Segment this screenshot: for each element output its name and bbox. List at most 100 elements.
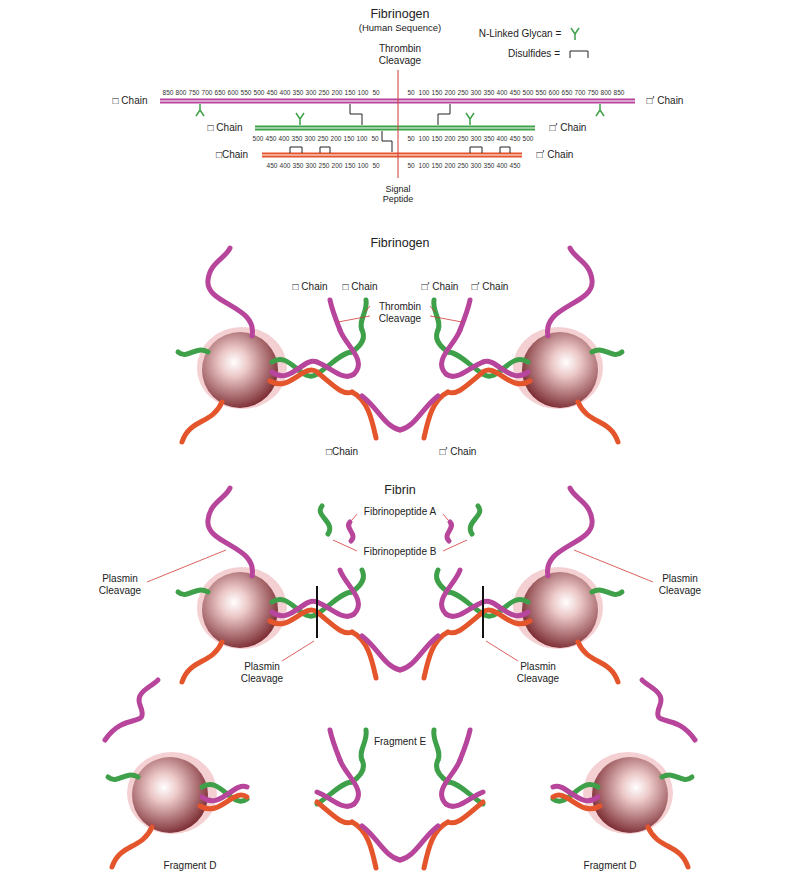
disulfide-bracket <box>350 104 362 125</box>
axis-number: 250 <box>319 89 330 96</box>
fragment-label: Fragment D <box>164 860 217 872</box>
alpha-c-tail <box>548 488 593 576</box>
cleavage-label: Plasmin Cleavage <box>655 573 705 596</box>
peptide-label: Signal Peptide <box>376 184 421 205</box>
cleavage-label: Plasmin Cleavage <box>513 661 563 684</box>
axis-number: 700 <box>202 89 213 96</box>
axis-number: 450 <box>510 162 521 169</box>
chain-label: □ Chain <box>343 281 378 293</box>
axis-number: 550 <box>241 89 252 96</box>
axis-number: 50 <box>407 89 414 96</box>
axis-number: 750 <box>189 89 200 96</box>
axis-number: 400 <box>497 162 508 169</box>
axis-number: 350 <box>484 135 495 142</box>
axis-number: 250 <box>458 135 469 142</box>
axis-number: 150 <box>344 135 355 142</box>
axis-number: 300 <box>471 89 482 96</box>
axis-number: 300 <box>306 162 317 169</box>
fibrinopeptide-strands <box>434 300 470 330</box>
axis-number: 200 <box>445 135 456 142</box>
cleavage-label: Thrombin Cleavage <box>372 301 428 324</box>
axis-number: 350 <box>484 162 495 169</box>
e-region <box>400 570 483 678</box>
axis-number: 50 <box>372 89 379 96</box>
axis-number: 550 <box>536 89 547 96</box>
axis-number: 200 <box>445 89 456 96</box>
axis-number: 600 <box>228 89 239 96</box>
gamma-chain-bar <box>262 153 522 158</box>
axis-number: 850 <box>163 89 174 96</box>
glycan-symbol <box>466 113 474 125</box>
axis-number: 250 <box>458 89 469 96</box>
section-heading: Fibrinogen <box>370 236 429 250</box>
axis-number: 350 <box>293 89 304 96</box>
chain-label: □ Chain <box>113 95 148 107</box>
alpha-c-tail <box>208 488 253 576</box>
axis-number: 100 <box>358 162 369 169</box>
axis-number: 450 <box>267 162 278 169</box>
axis-number: 150 <box>432 89 443 96</box>
axis-number: 450 <box>267 89 278 96</box>
disulfide-bracket <box>438 104 450 125</box>
disulfide-bracket <box>500 147 510 153</box>
leader-line <box>443 514 467 551</box>
axis-number: 200 <box>445 162 456 169</box>
axis-number: 750 <box>588 89 599 96</box>
axis-number: 800 <box>601 89 612 96</box>
axis-number: 250 <box>319 162 330 169</box>
chain-label: □' Chain <box>647 95 684 107</box>
axis-number: 400 <box>279 135 290 142</box>
d-region <box>178 327 317 442</box>
axis-number: 650 <box>215 89 226 96</box>
chain-label: □Chain <box>326 446 358 458</box>
e-region <box>400 330 483 438</box>
axis-number: 300 <box>305 135 316 142</box>
axis-number: 150 <box>432 162 443 169</box>
fragment-d <box>108 752 247 867</box>
axis-number: 100 <box>357 135 368 142</box>
axis-number: 100 <box>358 89 369 96</box>
axis-number: 300 <box>471 162 482 169</box>
disulfide-bracket <box>290 147 302 153</box>
e-region <box>317 330 400 438</box>
fragment-e-strands <box>330 730 366 760</box>
leader-line <box>147 550 314 661</box>
fragment-label: Fragment E <box>374 736 426 748</box>
leader-line <box>430 306 462 322</box>
leader-line <box>338 306 370 322</box>
axis-number: 400 <box>497 89 508 96</box>
chain-label: □' Chain <box>537 149 574 161</box>
fibrinopeptide-a <box>447 522 452 541</box>
glycan-symbol <box>296 113 304 125</box>
chain-label: □' Chain <box>440 446 477 458</box>
leader-line <box>486 550 653 661</box>
axis-number: 200 <box>331 135 342 142</box>
glycan-symbol <box>596 104 604 116</box>
axis-number: 50 <box>371 135 378 142</box>
chain-label: □' Chain <box>550 122 587 134</box>
axis-number: 400 <box>280 162 291 169</box>
legend-disulfide-symbol <box>570 51 588 58</box>
axis-number: 250 <box>458 162 469 169</box>
axis-number: 850 <box>614 89 625 96</box>
subtitle: (Human Sequence) <box>359 23 441 34</box>
axis-number: 500 <box>523 89 534 96</box>
fragment-label: Fragment D <box>584 860 637 872</box>
axis-number: 100 <box>419 162 430 169</box>
disulfide-bracket <box>382 131 392 152</box>
chain-label: □' Chain <box>472 281 509 293</box>
axis-number: 350 <box>293 162 304 169</box>
fibrinopeptide-strands <box>330 300 366 330</box>
leader-line <box>333 514 357 551</box>
d-region <box>483 327 622 442</box>
axis-number: 50 <box>372 162 379 169</box>
glycan-symbol <box>196 104 204 116</box>
fragment-e-half <box>400 760 483 868</box>
axis-number: 400 <box>280 89 291 96</box>
fragment-d <box>553 752 692 867</box>
alpha-c-tail <box>548 248 593 336</box>
fragment-e-strands <box>434 730 470 760</box>
axis-number: 250 <box>318 135 329 142</box>
axis-number: 400 <box>497 135 508 142</box>
peptide-label: Fibrinopeptide A <box>364 506 436 518</box>
